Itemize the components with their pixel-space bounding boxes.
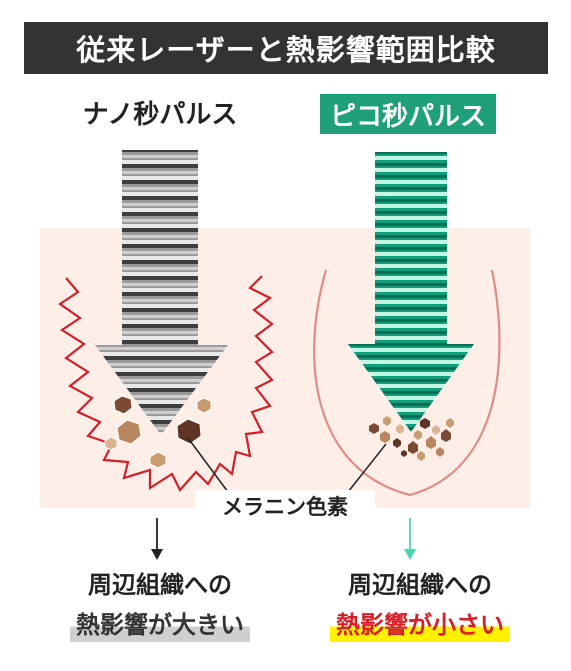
melanin-particle: [176, 418, 202, 445]
heat-affected-zone-outline: [58, 275, 274, 492]
melanin-particle: [441, 429, 451, 442]
melanin-particle: [116, 419, 142, 445]
nano-laser-arrow-head: [95, 345, 228, 435]
pico-affected-zone-outline: [313, 269, 501, 497]
melanin-fine-particles: [369, 416, 454, 461]
nano-result-line1: 周辺組織への: [88, 571, 232, 599]
pico-laser-arrow-shaft: [375, 152, 447, 348]
melanin-particle: [196, 397, 212, 414]
pico-result-line1: 周辺組織への: [348, 571, 492, 599]
melanin-particle: [420, 418, 430, 429]
melanin-particle: [432, 425, 440, 435]
melanin-particle: [446, 418, 454, 428]
melanin-pointer-right: [347, 443, 387, 493]
pico-laser-arrow-head: [348, 344, 474, 432]
pico-result-text: 周辺組織への 熱影響が小さい: [300, 568, 540, 642]
melanin-particle: [369, 423, 379, 434]
melanin-particle: [401, 450, 407, 457]
pico-result-line2: 熱影響が小さい: [330, 608, 510, 642]
melanin-particle: [436, 447, 444, 457]
melanin-particle: [417, 451, 425, 461]
nano-result-arrowhead: [151, 549, 163, 560]
page-title: 従来レーザーと熱影響範囲比較: [24, 22, 548, 74]
melanin-label: メラニン色素: [195, 490, 375, 522]
pico-pulse-label: ピコ秒パルス: [320, 94, 496, 134]
melanin-particle: [426, 436, 436, 449]
melanin-particle: [393, 438, 401, 448]
melanin-particle: [113, 395, 133, 415]
melanin-particle: [396, 424, 404, 434]
melanin-particle: [380, 431, 390, 443]
nano-result-text: 周辺組織への 熱影響が大きい: [40, 568, 280, 642]
nano-pulse-label: ナノ秒パルス: [82, 99, 238, 130]
melanin-particle: [414, 430, 422, 440]
melanin-particle: [104, 436, 118, 451]
pico-result-arrowhead: [404, 549, 416, 560]
nano-laser-arrow-shaft: [122, 150, 198, 350]
melanin-particle: [408, 441, 418, 454]
nano-result-line2: 熱影響が大きい: [70, 608, 250, 642]
melanin-particle: [383, 416, 391, 426]
melanin-pointer-left: [187, 437, 229, 493]
melanin-particle: [149, 451, 167, 469]
